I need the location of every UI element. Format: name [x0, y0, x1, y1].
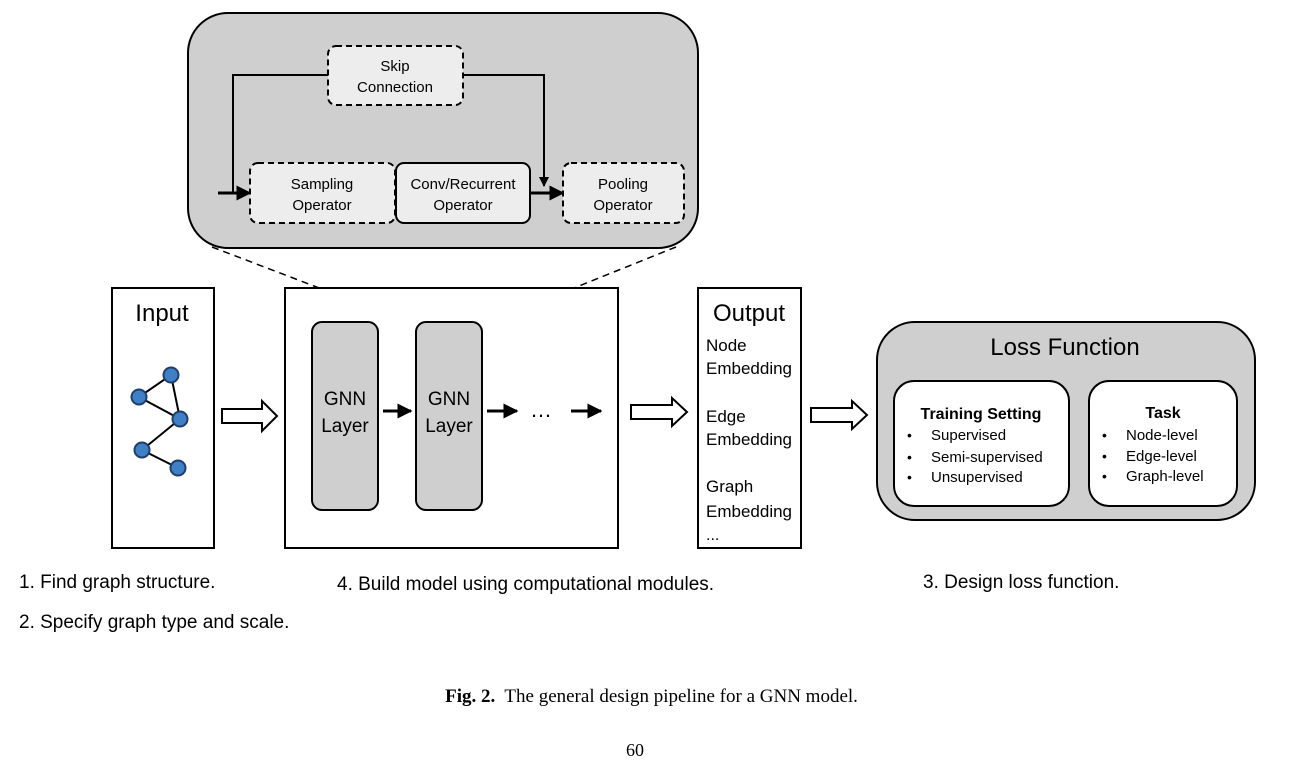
sampling-operator-label-1: Sampling [291, 176, 354, 193]
task-item-2: Edge-level [1126, 448, 1197, 465]
step-4-text: 4. Build model using computational modul… [337, 574, 715, 595]
figure-caption-label: Fig. 2. [445, 686, 496, 707]
sampling-operator-label-2: Operator [292, 197, 351, 214]
gnn-layer-1-label-1: GNN [324, 389, 366, 410]
gnn-layer-1-label-2: Layer [321, 416, 369, 437]
bullet-icon: • [907, 427, 912, 443]
skip-connection-label-1: Skip [380, 58, 409, 75]
output-title: Output [713, 300, 785, 327]
input-title: Input [135, 300, 189, 327]
bullet-icon: • [907, 469, 912, 485]
step-2-text: 2. Specify graph type and scale. [19, 612, 290, 633]
module-panel: Skip Connection Sampling Operator Conv/R… [187, 12, 699, 249]
pooling-operator-label-1: Pooling [598, 176, 648, 193]
model-box: GNN Layer GNN Layer … [284, 287, 619, 549]
pooling-operator-box: Pooling Operator [562, 162, 685, 224]
bullet-icon: • [1102, 468, 1107, 484]
output-graph-1: Graph [706, 477, 753, 496]
skip-connection-label-2: Connection [357, 79, 433, 96]
output-edge-2: Embedding [706, 430, 792, 449]
bullet-icon: • [907, 449, 912, 465]
training-item-1: Supervised [931, 427, 1006, 444]
layers-ellipsis: … [530, 397, 552, 422]
training-setting-heading: Training Setting [921, 406, 1042, 423]
conv-recurrent-label-2: Operator [433, 197, 492, 214]
input-box: Input [111, 287, 215, 549]
model-to-output-arrow [630, 395, 689, 429]
training-item-3: Unsupervised [931, 469, 1023, 486]
graph-structure-icon [130, 366, 189, 477]
gnn-layer-2-label-1: GNN [428, 389, 470, 410]
skip-connection-line [232, 74, 544, 193]
figure-caption-text: The general design pipeline for a GNN mo… [504, 686, 858, 707]
step-3-text: 3. Design loss function. [923, 572, 1120, 593]
sampling-operator-box: Sampling Operator [249, 162, 396, 224]
conv-recurrent-operator-box: Conv/Recurrent Operator [395, 162, 531, 224]
task-box: Task • Node-level • Edge-level • Graph-l… [1088, 380, 1238, 507]
output-box: Output Node Embedding Edge Embedding Gra… [697, 287, 802, 549]
output-more: ... [706, 527, 719, 544]
output-graph-2: Embedding [706, 502, 792, 521]
skip-connection-box: Skip Connection [327, 45, 464, 106]
pooling-operator-label-2: Operator [593, 197, 652, 214]
training-setting-box: Training Setting • Supervised • Semi-sup… [893, 380, 1070, 507]
bullet-icon: • [1102, 427, 1107, 443]
conv-recurrent-label-1: Conv/Recurrent [410, 176, 516, 193]
output-node-2: Embedding [706, 359, 792, 378]
gnn-layer-2: GNN Layer [415, 321, 483, 511]
gnn-layer-2-label-2: Layer [425, 416, 473, 437]
training-item-2: Semi-supervised [931, 449, 1043, 466]
task-item-3: Graph-level [1126, 468, 1204, 485]
figure-caption: Fig. 2. The general design pipeline for … [0, 686, 1303, 708]
input-to-model-arrow [221, 398, 279, 434]
loss-function-title: Loss Function [990, 334, 1139, 361]
bullet-icon: • [1102, 448, 1107, 464]
step-1-text: 1. Find graph structure. [19, 572, 216, 593]
task-heading: Task [1145, 405, 1180, 422]
output-to-loss-arrow [810, 398, 869, 432]
gnn-layer-1: GNN Layer [311, 321, 379, 511]
loss-function-box: Loss Function Training Setting • Supervi… [876, 321, 1256, 521]
output-edge-1: Edge [706, 407, 746, 426]
page-number: 60 [626, 740, 644, 760]
output-node-1: Node [706, 336, 747, 355]
task-item-1: Node-level [1126, 427, 1198, 444]
